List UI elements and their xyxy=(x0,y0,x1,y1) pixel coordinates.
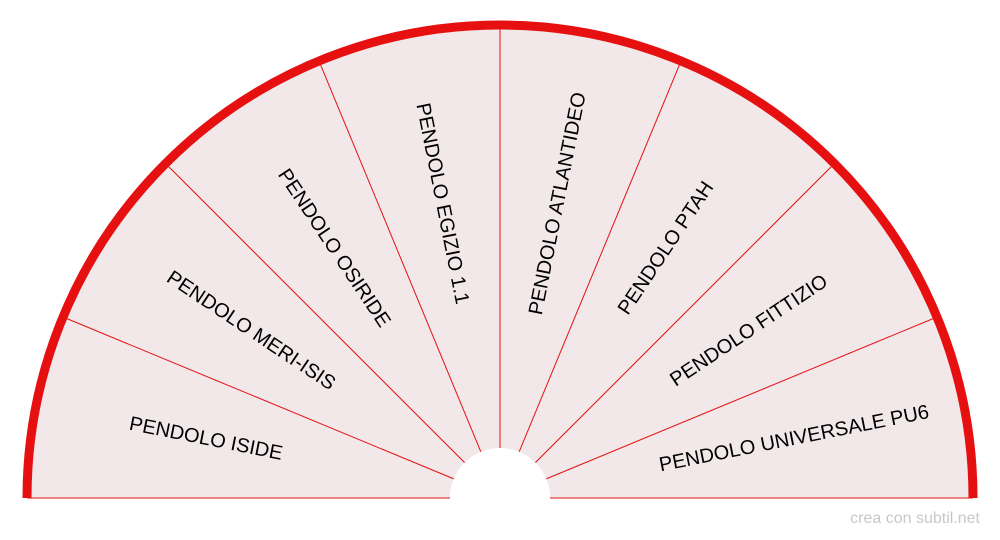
center-hub xyxy=(450,448,550,540)
segment-wedge xyxy=(318,25,500,452)
outer-rim xyxy=(22,20,978,499)
divider-line xyxy=(318,60,482,452)
segments-group xyxy=(27,25,973,498)
segment-wedge xyxy=(165,61,481,463)
dividers-group xyxy=(27,25,973,499)
divider-line xyxy=(535,163,835,463)
segment-wedge xyxy=(63,163,465,479)
segment-wedge xyxy=(546,316,973,498)
credit-text: crea con subtil.net xyxy=(850,510,980,527)
divider-line xyxy=(546,316,938,480)
segment-wedge xyxy=(27,316,454,498)
divider-line xyxy=(518,60,682,452)
divider-line xyxy=(62,316,454,480)
segment-wedge xyxy=(519,61,835,463)
segment-wedge xyxy=(535,163,937,479)
segment-wedge xyxy=(500,25,682,452)
divider-line xyxy=(165,163,465,463)
